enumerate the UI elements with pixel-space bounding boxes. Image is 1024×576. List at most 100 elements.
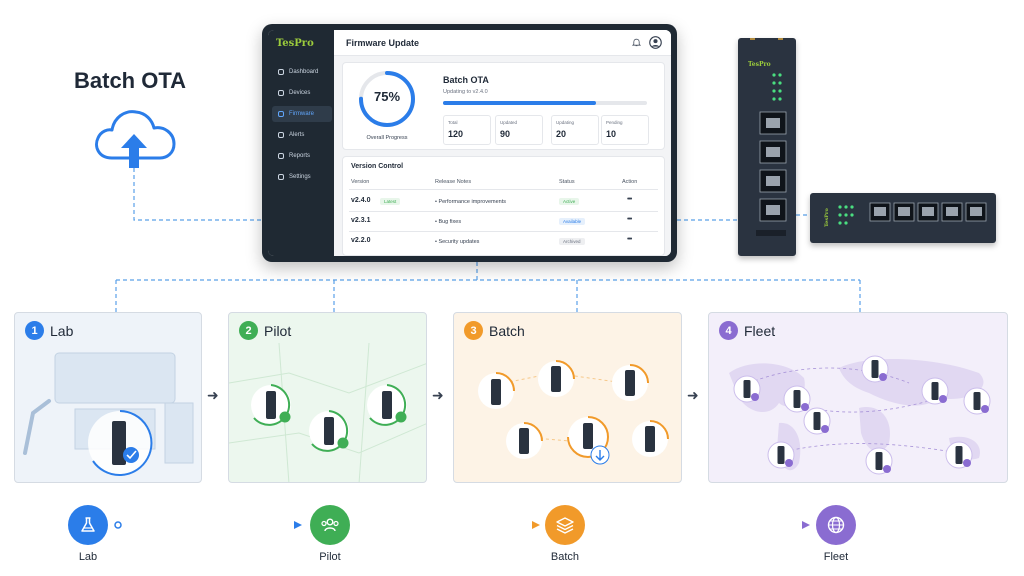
- version-cell: v2.2.0: [351, 237, 371, 244]
- stat-label: Pending: [606, 120, 623, 125]
- fleet-device-marker: [861, 355, 889, 383]
- stage-title: Lab: [50, 322, 74, 339]
- timeline-label: Pilot: [319, 551, 341, 563]
- more-icon[interactable]: •••: [627, 196, 632, 203]
- report-icon: [278, 153, 284, 159]
- sidebar-item-reports[interactable]: Reports: [272, 148, 332, 164]
- tablet-device: TesPro Dashboard Devices Firmware Alerts…: [262, 24, 677, 262]
- sidebar-item-dashboard[interactable]: Dashboard: [272, 64, 332, 80]
- column-header-notes: Release Notes: [435, 179, 472, 185]
- stage-card-lab: 1 Lab: [14, 312, 202, 483]
- main-content: Firmware Update 75% Overall Progress Bat…: [334, 30, 671, 256]
- status-badge: Active: [559, 198, 580, 205]
- din-rail-router: TesPro: [738, 26, 796, 256]
- device-icon: [278, 90, 284, 96]
- sidebar-item-label: Dashboard: [289, 69, 319, 75]
- bell-icon[interactable]: [632, 38, 641, 47]
- svg-text:TesPro: TesPro: [824, 207, 830, 227]
- fleet-device-marker: [767, 441, 795, 469]
- sidebar: TesPro Dashboard Devices Firmware Alerts…: [268, 30, 334, 256]
- stat-label: Updated: [500, 120, 518, 125]
- stage-card-fleet: 4 Fleet: [708, 312, 1008, 483]
- sidebar-item-label: Reports: [289, 153, 311, 159]
- stage-header: 2 Pilot: [239, 321, 291, 340]
- release-note: • Performance improvements: [435, 199, 507, 205]
- stage-number: 4: [719, 321, 738, 340]
- ota-heading: Batch OTA: [443, 75, 489, 85]
- stat-pending: Pending 10: [601, 115, 649, 145]
- top-bar: Firmware Update: [334, 30, 671, 56]
- sidebar-item-label: Settings: [289, 174, 311, 180]
- ethernet-switch: TesPro: [810, 193, 996, 243]
- sidebar-item-label: Devices: [289, 90, 311, 96]
- timeline-label: Fleet: [823, 551, 849, 563]
- fleet-device-marker: [783, 385, 811, 413]
- version-cell: v2.3.1: [351, 217, 371, 224]
- stage-card-pilot: 2 Pilot: [228, 312, 427, 483]
- sidebar-item-firmware[interactable]: Firmware: [272, 106, 332, 122]
- arrow-right-icon: ➜: [432, 387, 444, 403]
- fleet-device-marker: [865, 447, 893, 475]
- progress-bar: [443, 101, 647, 105]
- chip-icon: [278, 111, 284, 117]
- fleet-device-marker: [963, 387, 991, 415]
- batch-illustration: [478, 360, 669, 465]
- fleet-device-marker: [733, 375, 761, 403]
- column-header-status: Status: [559, 179, 575, 185]
- flask-icon: [68, 505, 108, 545]
- version-cell: v2.4.0: [351, 197, 371, 204]
- stage-title: Fleet: [744, 322, 776, 339]
- sidebar-item-alerts[interactable]: Alerts: [272, 127, 332, 143]
- ota-subtitle: Updating to v2.4.0: [443, 89, 488, 95]
- sidebar-item-settings[interactable]: Settings: [272, 169, 332, 185]
- main-title: Batch OTA: [74, 68, 187, 93]
- divider: [349, 211, 658, 212]
- more-icon[interactable]: •••: [627, 216, 632, 223]
- grid-icon: [278, 69, 284, 75]
- fleet-device-marker: [803, 407, 831, 435]
- status-badge: Available: [559, 218, 586, 225]
- release-note: • Bug fixes: [435, 219, 462, 225]
- stat-total: Total 120: [443, 115, 491, 145]
- stage-card-batch: 3 Batch: [453, 312, 682, 483]
- release-note: • Security updates: [435, 239, 480, 245]
- switch-front-panel: TesPro: [824, 202, 987, 227]
- stat-value: 90: [500, 129, 511, 139]
- progress-percent: 75%: [373, 89, 401, 104]
- sidebar-item-label: Alerts: [289, 132, 305, 138]
- stat-updated: Updated 90: [495, 115, 543, 145]
- stat-value: 120: [448, 129, 464, 139]
- version-control-card: Version Control Version Release Notes St…: [342, 156, 665, 256]
- stage-header: 1 Lab: [25, 321, 73, 340]
- stat-value: 10: [606, 129, 617, 139]
- stat-label: Total: [448, 120, 458, 125]
- timeline-label: Batch: [550, 551, 580, 563]
- stat-label: Updating: [556, 120, 575, 125]
- stage-number: 3: [464, 321, 483, 340]
- more-icon[interactable]: •••: [627, 236, 632, 243]
- avatar-icon[interactable]: [649, 36, 662, 49]
- timeline-track: [114, 521, 810, 529]
- fleet-device-marker: [921, 377, 949, 405]
- progress-card: 75% Overall Progress Batch OTA Updating …: [342, 62, 665, 150]
- latest-badge: Latest: [380, 198, 401, 205]
- pilot-illustration: [229, 343, 426, 482]
- stage-number: 1: [25, 321, 44, 340]
- brand-logo: TesPro: [276, 38, 314, 49]
- progress-ring: [359, 71, 415, 127]
- stat-value: 20: [556, 129, 567, 139]
- svg-text:TesPro: TesPro: [748, 61, 771, 68]
- gear-icon: [278, 174, 284, 180]
- sidebar-item-devices[interactable]: Devices: [272, 85, 332, 101]
- status-badge: Archived: [559, 238, 585, 245]
- fleet-world-map: [729, 355, 991, 475]
- page-title: Firmware Update: [346, 38, 420, 48]
- column-header-action: Action: [622, 179, 638, 185]
- fleet-device-marker: [945, 441, 973, 469]
- progress-bar-fill: [443, 101, 596, 105]
- users-icon: [310, 505, 350, 545]
- version-control-title: Version Control: [351, 163, 404, 170]
- lab-illustration: [23, 352, 194, 476]
- stage-header: 4 Fleet: [719, 321, 775, 340]
